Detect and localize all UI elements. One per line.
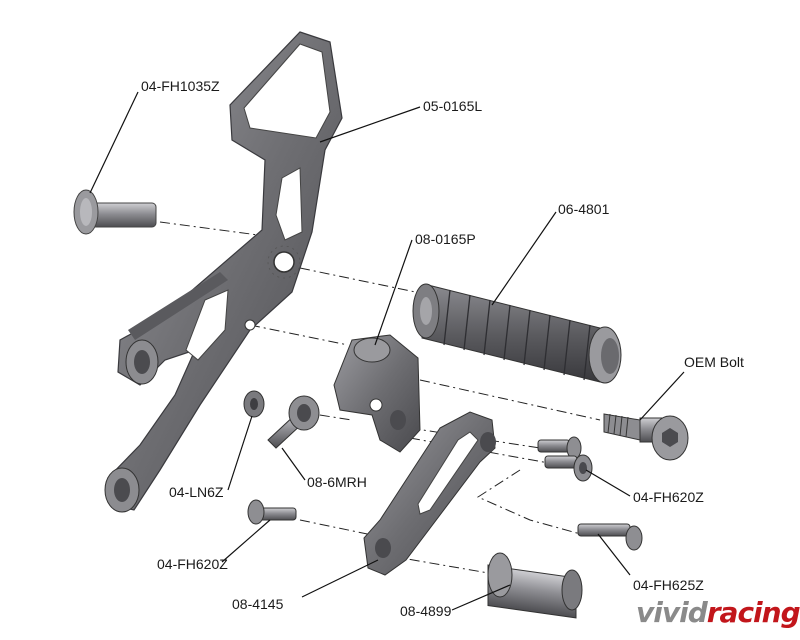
shift-arm-part: [363, 411, 496, 576]
screw-left-part: [247, 499, 297, 525]
oem-bolt-part: [603, 413, 689, 461]
part-label-08-6MRH: 08-6MRH: [307, 474, 367, 490]
part-label-04-FH620Z-left: 04-FH620Z: [157, 556, 228, 572]
part-label-04-FH620Z-right: 04-FH620Z: [633, 489, 704, 505]
screw-pair-part: [537, 436, 593, 482]
leader-lines: [89, 91, 685, 611]
screw-long-part: [577, 523, 643, 551]
vividracing-watermark: vividracing: [636, 596, 800, 629]
part-label-06-4801: 06-4801: [558, 201, 610, 217]
foot-peg-grip-part: [412, 283, 622, 384]
rearset-bracket-part: [104, 31, 343, 513]
spacer-tube-part: [487, 552, 583, 619]
watermark-part-1: vivid: [636, 596, 708, 629]
part-label-08-0165P: 08-0165P: [415, 231, 476, 247]
part-label-04-FH1035Z: 04-FH1035Z: [141, 78, 220, 94]
part-label-08-4145: 08-4145: [232, 596, 284, 612]
lock-nut-part: [243, 390, 265, 418]
part-label-08-4899: 08-4899: [400, 603, 452, 619]
pivot-pin-part: [73, 189, 157, 235]
rod-end-part: [267, 395, 320, 449]
part-label-05-0165L: 05-0165L: [423, 98, 483, 114]
watermark-part-2: racing: [706, 596, 800, 629]
part-label-oem-bolt: OEM Bolt: [684, 354, 744, 370]
part-label-04-FH625Z: 04-FH625Z: [633, 577, 704, 593]
peg-mount-part: [333, 334, 421, 453]
part-label-04-LN6Z: 04-LN6Z: [169, 484, 224, 500]
